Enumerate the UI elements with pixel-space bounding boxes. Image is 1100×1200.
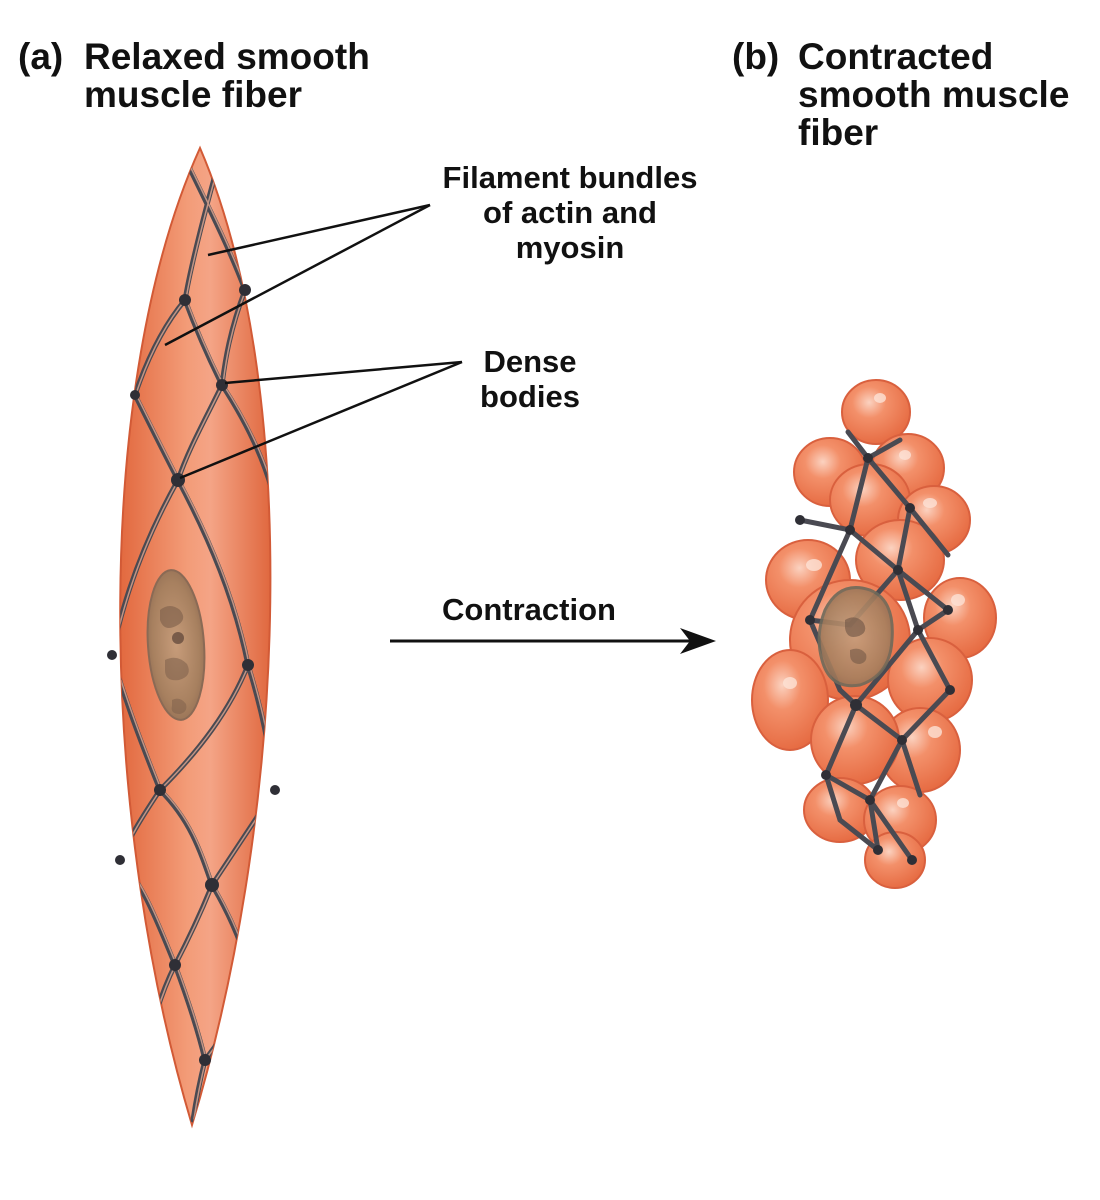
filament-bundles-label: Filament bundles of actin and myosin <box>410 160 730 265</box>
relaxed-fiber <box>107 145 280 1129</box>
dense-body <box>169 959 181 971</box>
dense-body <box>270 785 280 795</box>
dense-body <box>154 784 166 796</box>
contracted-fiber <box>751 379 997 889</box>
panel-b-title-line1: Contracted <box>798 36 994 77</box>
dense-label-line2: bodies <box>480 379 580 414</box>
dense-body <box>242 659 254 671</box>
leader-line-filament-1 <box>207 203 431 257</box>
panel-b-title: (b) Contracted smooth muscle fiber <box>732 38 1069 152</box>
dense-body <box>107 650 117 660</box>
contraction-arrow <box>390 628 716 654</box>
leader-lines <box>164 203 463 480</box>
contracted-dense-bodies <box>795 453 955 865</box>
dense-label-line1: Dense <box>483 344 577 379</box>
panel-b-title-line2: smooth muscle <box>798 74 1070 115</box>
dense-body <box>179 294 191 306</box>
panel-a-title-line1: Relaxed smooth <box>84 36 370 77</box>
leader-line-dense-1 <box>224 360 463 385</box>
panel-b-tag: (b) <box>732 36 780 77</box>
contraction-label: Contraction <box>442 592 616 627</box>
dense-body <box>115 855 125 865</box>
dense-body <box>239 284 251 296</box>
filament-label-line1: Filament bundles <box>442 160 698 195</box>
panel-a-title: (a) Relaxed smooth muscle fiber <box>18 38 370 114</box>
leader-line-filament-2 <box>164 203 431 347</box>
panel-a-tag: (a) <box>18 36 64 77</box>
leader-line-dense-2 <box>179 360 463 480</box>
filament-label-line3: myosin <box>515 230 625 265</box>
filament-label-line2: of actin and <box>483 195 657 230</box>
dense-body <box>216 379 228 391</box>
dense-body <box>199 1054 211 1066</box>
dense-body <box>205 878 219 892</box>
relaxed-nucleus <box>146 569 206 721</box>
panel-a-title-line2: muscle fiber <box>84 74 302 115</box>
relaxed-dense-bodies <box>107 284 280 1066</box>
panel-b-title-line3: fiber <box>798 112 879 153</box>
dense-bodies-label: Dense bodies <box>440 344 620 414</box>
contracted-nucleus <box>817 586 894 688</box>
dense-body <box>130 390 140 400</box>
dense-body <box>171 473 185 487</box>
contracted-highlights <box>783 393 965 808</box>
